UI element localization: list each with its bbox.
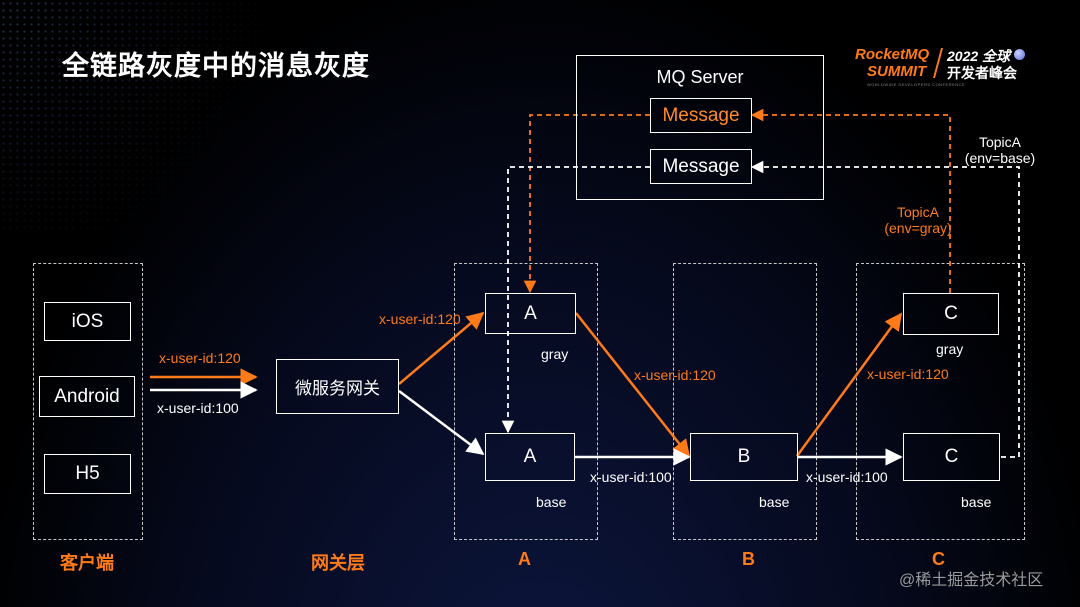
- client-h5: H5: [44, 454, 131, 494]
- tag-c-base: base: [961, 494, 992, 510]
- edge-gateway-a-gray: [398, 311, 485, 385]
- planet-icon: [1014, 49, 1025, 60]
- edge-mq-to-a-gray: [523, 114, 650, 294]
- logo-brand-line2: SUMMIT: [867, 63, 927, 80]
- gateway-box: 微服务网关: [276, 359, 399, 414]
- tag-b-base: base: [759, 494, 790, 510]
- label-topic-base-line2: (env=base): [964, 150, 1036, 166]
- label-a-b-base: x-user-id:100: [590, 469, 672, 485]
- service-a-group: [454, 263, 598, 540]
- tag-a-gray: gray: [541, 346, 569, 362]
- label-topic-gray-line1: TopicA: [896, 204, 940, 220]
- tag-a-base: base: [536, 494, 567, 510]
- column-label-b: B: [742, 549, 755, 569]
- edge-c-base-to-mq: [750, 160, 1020, 458]
- label-topic-gray: TopicA (env=gray): [879, 204, 957, 236]
- label-b-c-gray: x-user-id:120: [867, 366, 949, 382]
- dot-pattern-decoration: [0, 0, 330, 230]
- client-ios: iOS: [44, 302, 131, 341]
- logo-tagline: WORLDWIDE DEVELOPERS CONFERENCE: [867, 82, 966, 87]
- service-c-group: [856, 263, 1025, 540]
- service-a-base: A: [485, 433, 575, 481]
- column-label-gateway: 网关层: [311, 553, 365, 573]
- service-b-group: [673, 263, 817, 540]
- edge-c-gray-to-mq: [750, 108, 951, 293]
- label-gw-gray: x-user-id:120: [379, 311, 461, 327]
- edge-a-b-gray: [575, 312, 691, 458]
- column-label-a: A: [518, 549, 531, 569]
- logo-event-line2: 开发者峰会: [947, 65, 1017, 81]
- edge-b-c-gray: [795, 312, 903, 457]
- service-b-base: B: [690, 433, 798, 481]
- label-b-c-base: x-user-id:100: [806, 469, 888, 485]
- mq-message-gray: Message: [650, 98, 752, 133]
- label-client-base: x-user-id:100: [157, 400, 239, 416]
- edge-mq-to-a-base: [501, 166, 650, 434]
- watermark: @稀土掘金技术社区: [899, 572, 1044, 589]
- column-label-c: C: [932, 549, 945, 569]
- service-c-base: C: [903, 433, 1000, 481]
- edge-gateway-a-base: [398, 390, 485, 456]
- label-topic-gray-line2: (env=gray): [884, 220, 952, 236]
- column-label-client: 客户端: [60, 553, 114, 573]
- label-client-gray: x-user-id:120: [159, 350, 241, 366]
- logo-brand-line1: RocketMQ: [855, 46, 930, 63]
- page-title: 全链路灰度中的消息灰度: [62, 51, 370, 81]
- mq-server-box: MQ Server: [576, 55, 824, 200]
- label-topic-base-line1: TopicA: [978, 134, 1022, 150]
- label-a-b-gray: x-user-id:120: [634, 367, 716, 383]
- logo-event-line1: 2022 全球: [947, 48, 1011, 64]
- service-a-gray: A: [485, 293, 576, 334]
- summit-logo: RocketMQ SUMMIT 2022 全球 开发者峰会 WORLDWIDE …: [855, 46, 1045, 88]
- mq-message-base: Message: [650, 149, 752, 184]
- tag-c-gray: gray: [936, 341, 964, 357]
- client-android: Android: [39, 376, 135, 417]
- client-group: [33, 263, 143, 540]
- label-topic-base: TopicA (env=base): [960, 134, 1040, 166]
- mq-server-title: MQ Server: [656, 67, 744, 87]
- service-c-gray: C: [903, 293, 999, 335]
